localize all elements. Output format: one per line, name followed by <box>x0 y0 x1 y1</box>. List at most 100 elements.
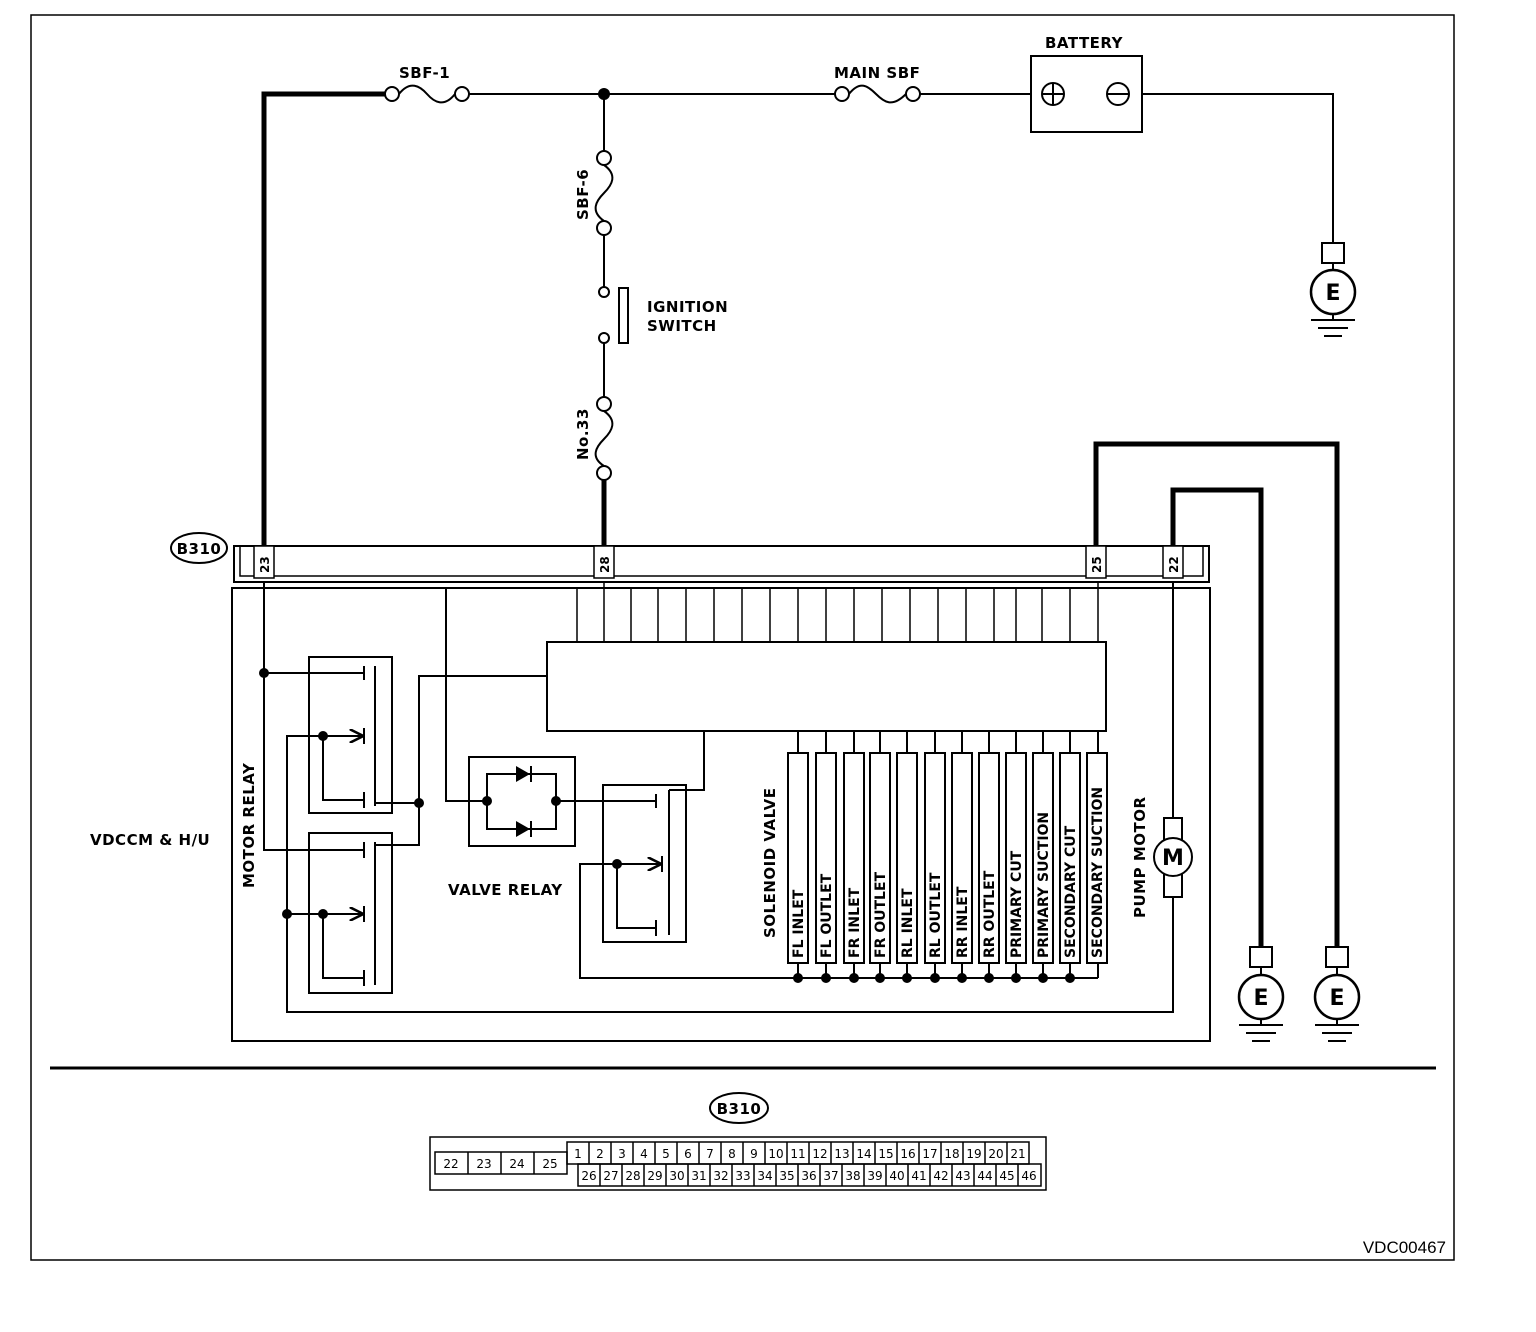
svg-text:43: 43 <box>955 1169 970 1183</box>
svg-text:3: 3 <box>618 1147 626 1161</box>
connector-strip <box>233 545 1210 583</box>
svg-text:32: 32 <box>713 1169 728 1183</box>
junction-dot <box>551 796 561 806</box>
solenoid-label: FL OUTLET <box>819 873 835 958</box>
svg-text:23: 23 <box>476 1157 491 1171</box>
junction-dot <box>318 731 328 741</box>
module-label: VDCCM & H/U <box>90 831 210 849</box>
solenoid-label: RR OUTLET <box>982 870 998 958</box>
svg-text:40: 40 <box>889 1169 904 1183</box>
connector-face-pins: 22 23 24 25 1 2 3 4 5 6 7 8 9 10 11 12 1… <box>443 1147 1036 1183</box>
junction-dot <box>414 798 424 808</box>
svg-text:24: 24 <box>509 1157 524 1171</box>
diode-2 <box>516 821 532 837</box>
solenoid-label: PRIMARY SUCTION <box>1036 812 1052 958</box>
ground-wires <box>1093 441 1340 947</box>
connector-face-label: B310 <box>717 1100 762 1118</box>
junction-dot <box>282 909 292 919</box>
svg-text:42: 42 <box>933 1169 948 1183</box>
diode-1 <box>516 766 532 782</box>
battery <box>1030 55 1143 133</box>
junction-dot <box>259 668 269 678</box>
svg-text:8: 8 <box>728 1147 736 1161</box>
svg-text:36: 36 <box>801 1169 816 1183</box>
module-box <box>231 587 1211 1042</box>
solenoid-label: RL INLET <box>900 888 916 958</box>
svg-text:2: 2 <box>596 1147 604 1161</box>
figure-id: VDC00467 <box>1363 1238 1446 1257</box>
solenoid-label: PRIMARY CUT <box>1009 850 1025 958</box>
battery-label: BATTERY <box>1045 34 1124 52</box>
svg-text:33: 33 <box>735 1169 750 1183</box>
junction-dot <box>598 88 610 100</box>
earth-pump <box>1237 946 1285 1042</box>
svg-text:21: 21 <box>1010 1147 1025 1161</box>
svg-text:41: 41 <box>911 1169 926 1183</box>
control-unit <box>546 641 1107 732</box>
motor-relay-label: MOTOR RELAY <box>240 762 258 888</box>
terminal-23: 23 <box>258 556 272 573</box>
solenoid-label: RL OUTLET <box>928 872 944 958</box>
svg-text:19: 19 <box>966 1147 981 1161</box>
solenoid-dots <box>793 973 1075 983</box>
svg-text:28: 28 <box>625 1169 640 1183</box>
svg-text:22: 22 <box>443 1157 458 1171</box>
junction-dot <box>612 859 622 869</box>
connector-face-tag <box>709 1092 769 1124</box>
earth-label: E <box>1253 986 1268 1011</box>
terminal-22: 22 <box>1167 556 1181 573</box>
earth-module <box>1313 946 1361 1042</box>
svg-text:11: 11 <box>790 1147 805 1161</box>
pump-motor-label: PUMP MOTOR <box>1131 796 1149 918</box>
solenoid-label: FL INLET <box>791 889 807 958</box>
ignition-switch-label-1: IGNITION <box>647 298 728 316</box>
svg-text:20: 20 <box>988 1147 1003 1161</box>
svg-text:4: 4 <box>640 1147 648 1161</box>
svg-text:31: 31 <box>691 1169 706 1183</box>
svg-text:12: 12 <box>812 1147 827 1161</box>
svg-text:35: 35 <box>779 1169 794 1183</box>
sbf6-label: SBF-6 <box>574 169 592 220</box>
valve-relay <box>445 588 1098 979</box>
control-feeders <box>576 582 1099 642</box>
junction-dot <box>318 909 328 919</box>
fuse-no33-label: No.33 <box>574 408 592 460</box>
earth-battery <box>1309 242 1357 337</box>
junction-dot <box>482 796 492 806</box>
svg-text:7: 7 <box>706 1147 714 1161</box>
outer-frame <box>30 14 1455 1261</box>
valve-relay-label: VALVE RELAY <box>448 881 563 899</box>
svg-text:1: 1 <box>574 1147 582 1161</box>
svg-text:16: 16 <box>900 1147 915 1161</box>
svg-text:46: 46 <box>1021 1169 1036 1183</box>
svg-text:17: 17 <box>922 1147 937 1161</box>
svg-text:13: 13 <box>834 1147 849 1161</box>
svg-text:34: 34 <box>757 1169 772 1183</box>
svg-text:45: 45 <box>999 1169 1014 1183</box>
solenoid-label: FR OUTLET <box>873 871 889 958</box>
main-sbf-label: MAIN SBF <box>834 64 920 82</box>
earth-label: E <box>1325 281 1340 306</box>
solenoid-label: SECONDARY SUCTION <box>1090 787 1106 958</box>
connector-face <box>429 1136 1047 1191</box>
power-circuit <box>261 84 1334 548</box>
svg-text:27: 27 <box>603 1169 618 1183</box>
connector-tag <box>170 532 228 564</box>
solenoid-label: RR INLET <box>955 886 971 958</box>
earth-label: E <box>1329 986 1344 1011</box>
svg-text:18: 18 <box>944 1147 959 1161</box>
svg-text:39: 39 <box>867 1169 882 1183</box>
solenoid-label: FR INLET <box>847 887 863 958</box>
svg-text:44: 44 <box>977 1169 992 1183</box>
svg-text:6: 6 <box>684 1147 692 1161</box>
svg-text:9: 9 <box>750 1147 758 1161</box>
connector-label: B310 <box>177 540 222 558</box>
sbf1-label: SBF-1 <box>399 64 450 82</box>
svg-text:30: 30 <box>669 1169 684 1183</box>
svg-text:14: 14 <box>856 1147 871 1161</box>
svg-text:5: 5 <box>662 1147 670 1161</box>
pump-motor <box>1153 582 1193 898</box>
ignition-switch-label-2: SWITCH <box>647 317 717 335</box>
svg-text:25: 25 <box>542 1157 557 1171</box>
